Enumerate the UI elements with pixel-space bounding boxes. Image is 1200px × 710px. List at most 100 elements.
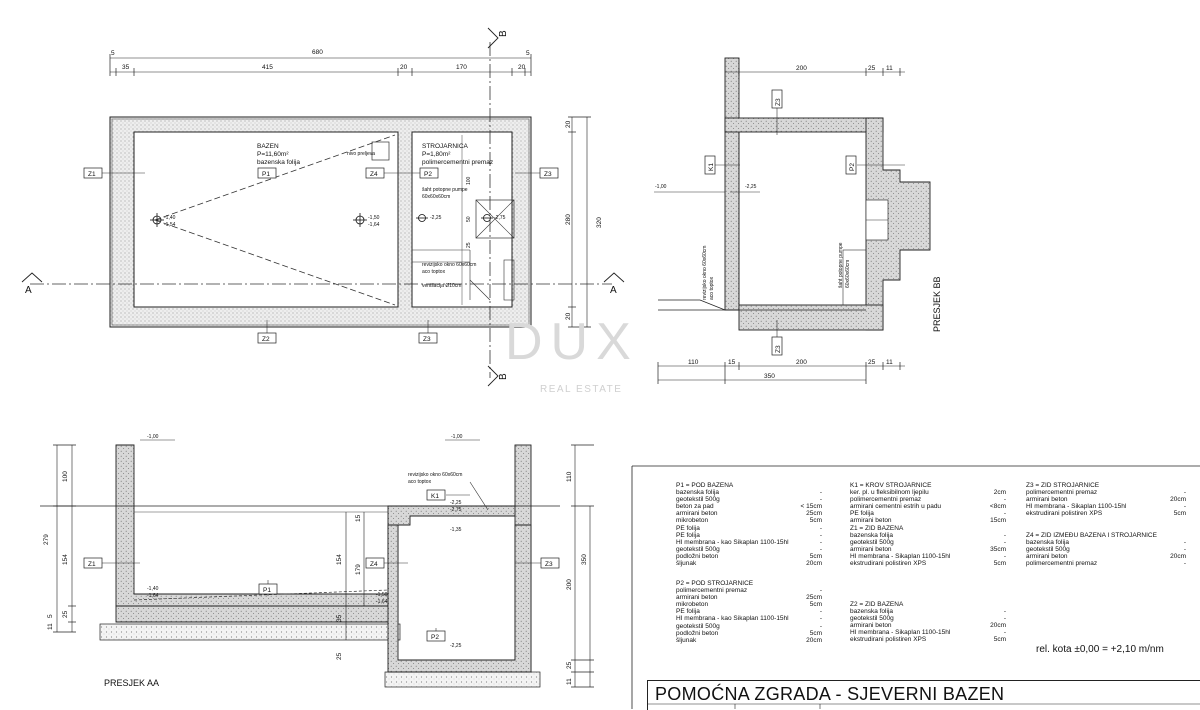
- legend-row: geotekstil 500g-: [850, 539, 1006, 546]
- aa-dim: 200: [566, 579, 573, 590]
- layer-name: podložni beton: [676, 552, 719, 560]
- layer-thickness: -: [819, 622, 822, 630]
- tag-z3: Z3: [544, 171, 552, 178]
- aa-dim: 25: [62, 610, 69, 618]
- watermark-logo: DUX: [505, 313, 639, 371]
- aa-level: -2,25: [450, 500, 462, 506]
- window-note: revizijsko okno 60x60cm: [422, 262, 476, 268]
- legend-title: P2 = POD STROJARNICE: [676, 580, 754, 587]
- legend-row: geotekstil 500g -: [850, 615, 1006, 622]
- bb-level: -2,25: [745, 184, 757, 190]
- layer-name: HI membrana - Sikaplan 1100-15hl: [1026, 503, 1127, 511]
- layer-name: šljunak: [676, 560, 697, 568]
- vent-note: ventilacija Ø10cm: [422, 283, 461, 289]
- layer-thickness: 5cm: [993, 636, 1006, 644]
- section-mark-b-top: B: [498, 30, 509, 37]
- legend-title: Z3 = ZID STROJARNICE: [1026, 482, 1100, 489]
- layer-thickness: -: [1003, 615, 1006, 623]
- drain-marker: [481, 214, 493, 222]
- legend-row: HI membrana - kao Sikaplan 1100-15hl-: [676, 539, 822, 546]
- dim-5a: 5: [111, 50, 115, 57]
- dim-170: 170: [456, 64, 467, 71]
- layer-thickness: 5cm: [1173, 510, 1186, 518]
- level-label: -2,25: [430, 215, 442, 221]
- layer-name: HI membrana - Sikaplan 1100-15hl: [850, 553, 951, 561]
- aa-dim: 5: [47, 614, 54, 618]
- aa-dim: 100: [62, 471, 69, 482]
- layer-thickness: -: [1003, 539, 1006, 547]
- layer-name: podložni beton: [676, 629, 719, 637]
- bb-tag-p2: P2: [849, 163, 856, 171]
- legend-row: šljunak 20cm: [676, 560, 822, 567]
- drain-marker: [150, 213, 164, 227]
- layer-thickness: 20cm: [806, 636, 822, 644]
- aa-dim: 15: [355, 514, 362, 522]
- layer-thickness: 20cm: [806, 560, 822, 568]
- layer-thickness: -: [819, 496, 822, 504]
- aa-dim: 154: [336, 554, 343, 565]
- layer-thickness: -: [1003, 553, 1006, 561]
- layer-thickness: -: [819, 538, 822, 546]
- legend-row: bazenska folija-: [850, 532, 1006, 539]
- bb-dim: 110: [688, 359, 699, 366]
- bb-dim: 200: [796, 65, 807, 72]
- dim-right-20b: 20: [565, 312, 572, 320]
- aa-window-note: revizijsko okno 60x60cm: [408, 472, 462, 478]
- layer-thickness: -: [1183, 560, 1186, 568]
- layer-name: geotekstil 500g: [676, 545, 720, 553]
- plan-walls: [109, 116, 532, 328]
- layer-thickness: 20cm: [1170, 496, 1186, 504]
- bb-dim: 200: [796, 359, 807, 366]
- layer-thickness: -: [1183, 489, 1186, 497]
- bb-dim: 11: [886, 65, 893, 72]
- level-label: -1,54: [164, 222, 176, 228]
- legend-row: armirani cementni estrih u padu<8cm: [850, 503, 1006, 510]
- aa-tag-p2: P2: [431, 634, 439, 641]
- layer-thickness: 5cm: [809, 552, 822, 560]
- legend-row: HI membrana - Sikaplan 1100-15hl -: [850, 553, 1006, 560]
- legend-row: geotekstil 500g-: [676, 623, 822, 630]
- legend-row: PE folija-: [676, 608, 822, 615]
- layer-thickness: 2cm: [993, 489, 1006, 497]
- aa-tag-z1: Z1: [88, 561, 96, 568]
- layer-name: armirani beton: [1026, 553, 1068, 561]
- bazen-title: BAZEN: [257, 143, 279, 150]
- aa-label: PRESJEK AA: [104, 678, 159, 688]
- layer-thickness: -: [1003, 629, 1006, 637]
- legend-row: podložni beton 5cm: [676, 553, 822, 560]
- aa-dim: 279: [43, 534, 50, 545]
- layer-name: armirani beton: [676, 594, 718, 602]
- layer-name: PE folija: [676, 608, 700, 616]
- tag-z4: Z4: [370, 171, 378, 178]
- layer-thickness: 5cm: [809, 601, 822, 609]
- tag-z2: Z2: [262, 336, 270, 343]
- layer-name: armirani beton: [676, 510, 718, 518]
- layer-name: PE folija: [850, 510, 874, 518]
- aa-level: -1,64: [147, 593, 159, 599]
- aa-level: -1,00: [451, 434, 463, 440]
- legend-row: bazenska folija-: [850, 608, 1006, 615]
- layer-name: geotekstil 500g: [850, 615, 894, 623]
- dim-35: 35: [122, 64, 130, 71]
- tag-z3-bottom: Z3: [423, 336, 431, 343]
- layer-name: bazenska folija: [1026, 539, 1069, 547]
- title-block: [647, 680, 1200, 710]
- legend-row: PE folija-: [676, 532, 822, 539]
- layer-thickness: < 15cm: [800, 503, 823, 511]
- legend-row: HI membrana - Sikaplan 1100-15hl-: [850, 629, 1006, 636]
- layer-name: mikrobeton: [676, 517, 709, 525]
- legend-row: bazenska folija-: [676, 489, 822, 496]
- bb-note: aco toptox: [709, 276, 715, 300]
- layer-thickness: -: [1003, 608, 1006, 616]
- aa-dim: 154: [62, 554, 69, 565]
- dim-415: 415: [262, 64, 273, 71]
- dim-right-320: 320: [596, 217, 603, 228]
- layer-thickness: -: [819, 615, 822, 623]
- layer-name: polimercementni premaz: [850, 496, 922, 504]
